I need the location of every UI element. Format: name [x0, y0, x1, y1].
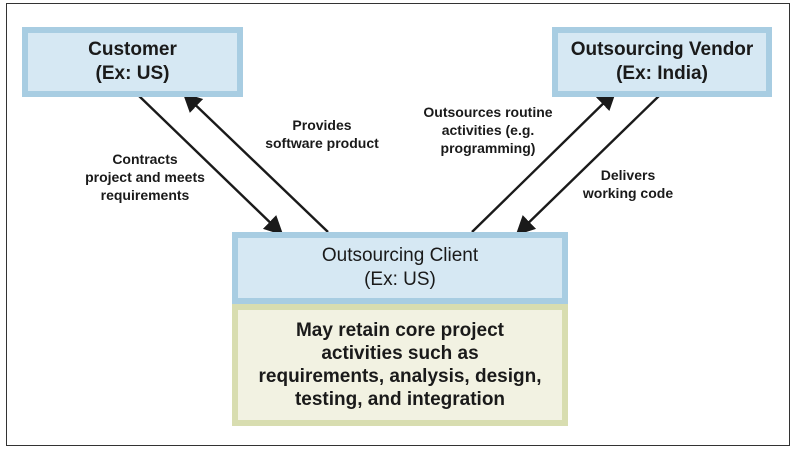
vendor-subtitle: (Ex: India) — [616, 63, 708, 84]
vendor-title: Outsourcing Vendor — [570, 39, 754, 60]
note-line: testing, and integration — [294, 389, 506, 410]
diagram-frame — [6, 3, 790, 446]
label-outsources: Outsources routine activities (e.g. prog… — [408, 103, 568, 157]
customer-title: Customer — [88, 39, 177, 60]
arrow-delivers — [515, 92, 663, 236]
client-subtitle: (Ex: US) — [364, 269, 436, 290]
note-line: activities such as — [321, 343, 479, 364]
client-title: Outsourcing Client — [321, 245, 479, 266]
note-line: requirements, analysis, design, — [258, 366, 542, 387]
label-line: Outsources routine — [423, 104, 553, 120]
label-line: Delivers — [600, 167, 656, 183]
label-line: project and meets — [85, 169, 205, 185]
customer-subtitle: (Ex: US) — [95, 63, 170, 84]
label-provides: Provides software product — [252, 116, 392, 152]
label-line: requirements — [100, 187, 190, 203]
customer-node: Customer (Ex: US) — [22, 27, 243, 97]
note-line: May retain core project — [295, 320, 505, 341]
label-contracts: Contracts project and meets requirements — [60, 150, 230, 204]
vendor-node: Outsourcing Vendor (Ex: India) — [552, 27, 772, 97]
arrow-provides — [182, 92, 329, 233]
label-line: Contracts — [112, 151, 178, 167]
label-line: programming) — [440, 140, 536, 156]
label-line: Provides — [292, 117, 352, 133]
client-node: Outsourcing Client (Ex: US) — [232, 232, 568, 304]
label-delivers: Delivers working code — [568, 166, 688, 202]
arrow-outsources — [471, 90, 617, 233]
label-line: software product — [265, 135, 379, 151]
arrow-contracts — [136, 93, 284, 236]
client-retained-activities-note: May retain core project activities such … — [232, 304, 568, 426]
label-line: activities (e.g. — [441, 122, 535, 138]
label-line: working code — [582, 185, 674, 201]
